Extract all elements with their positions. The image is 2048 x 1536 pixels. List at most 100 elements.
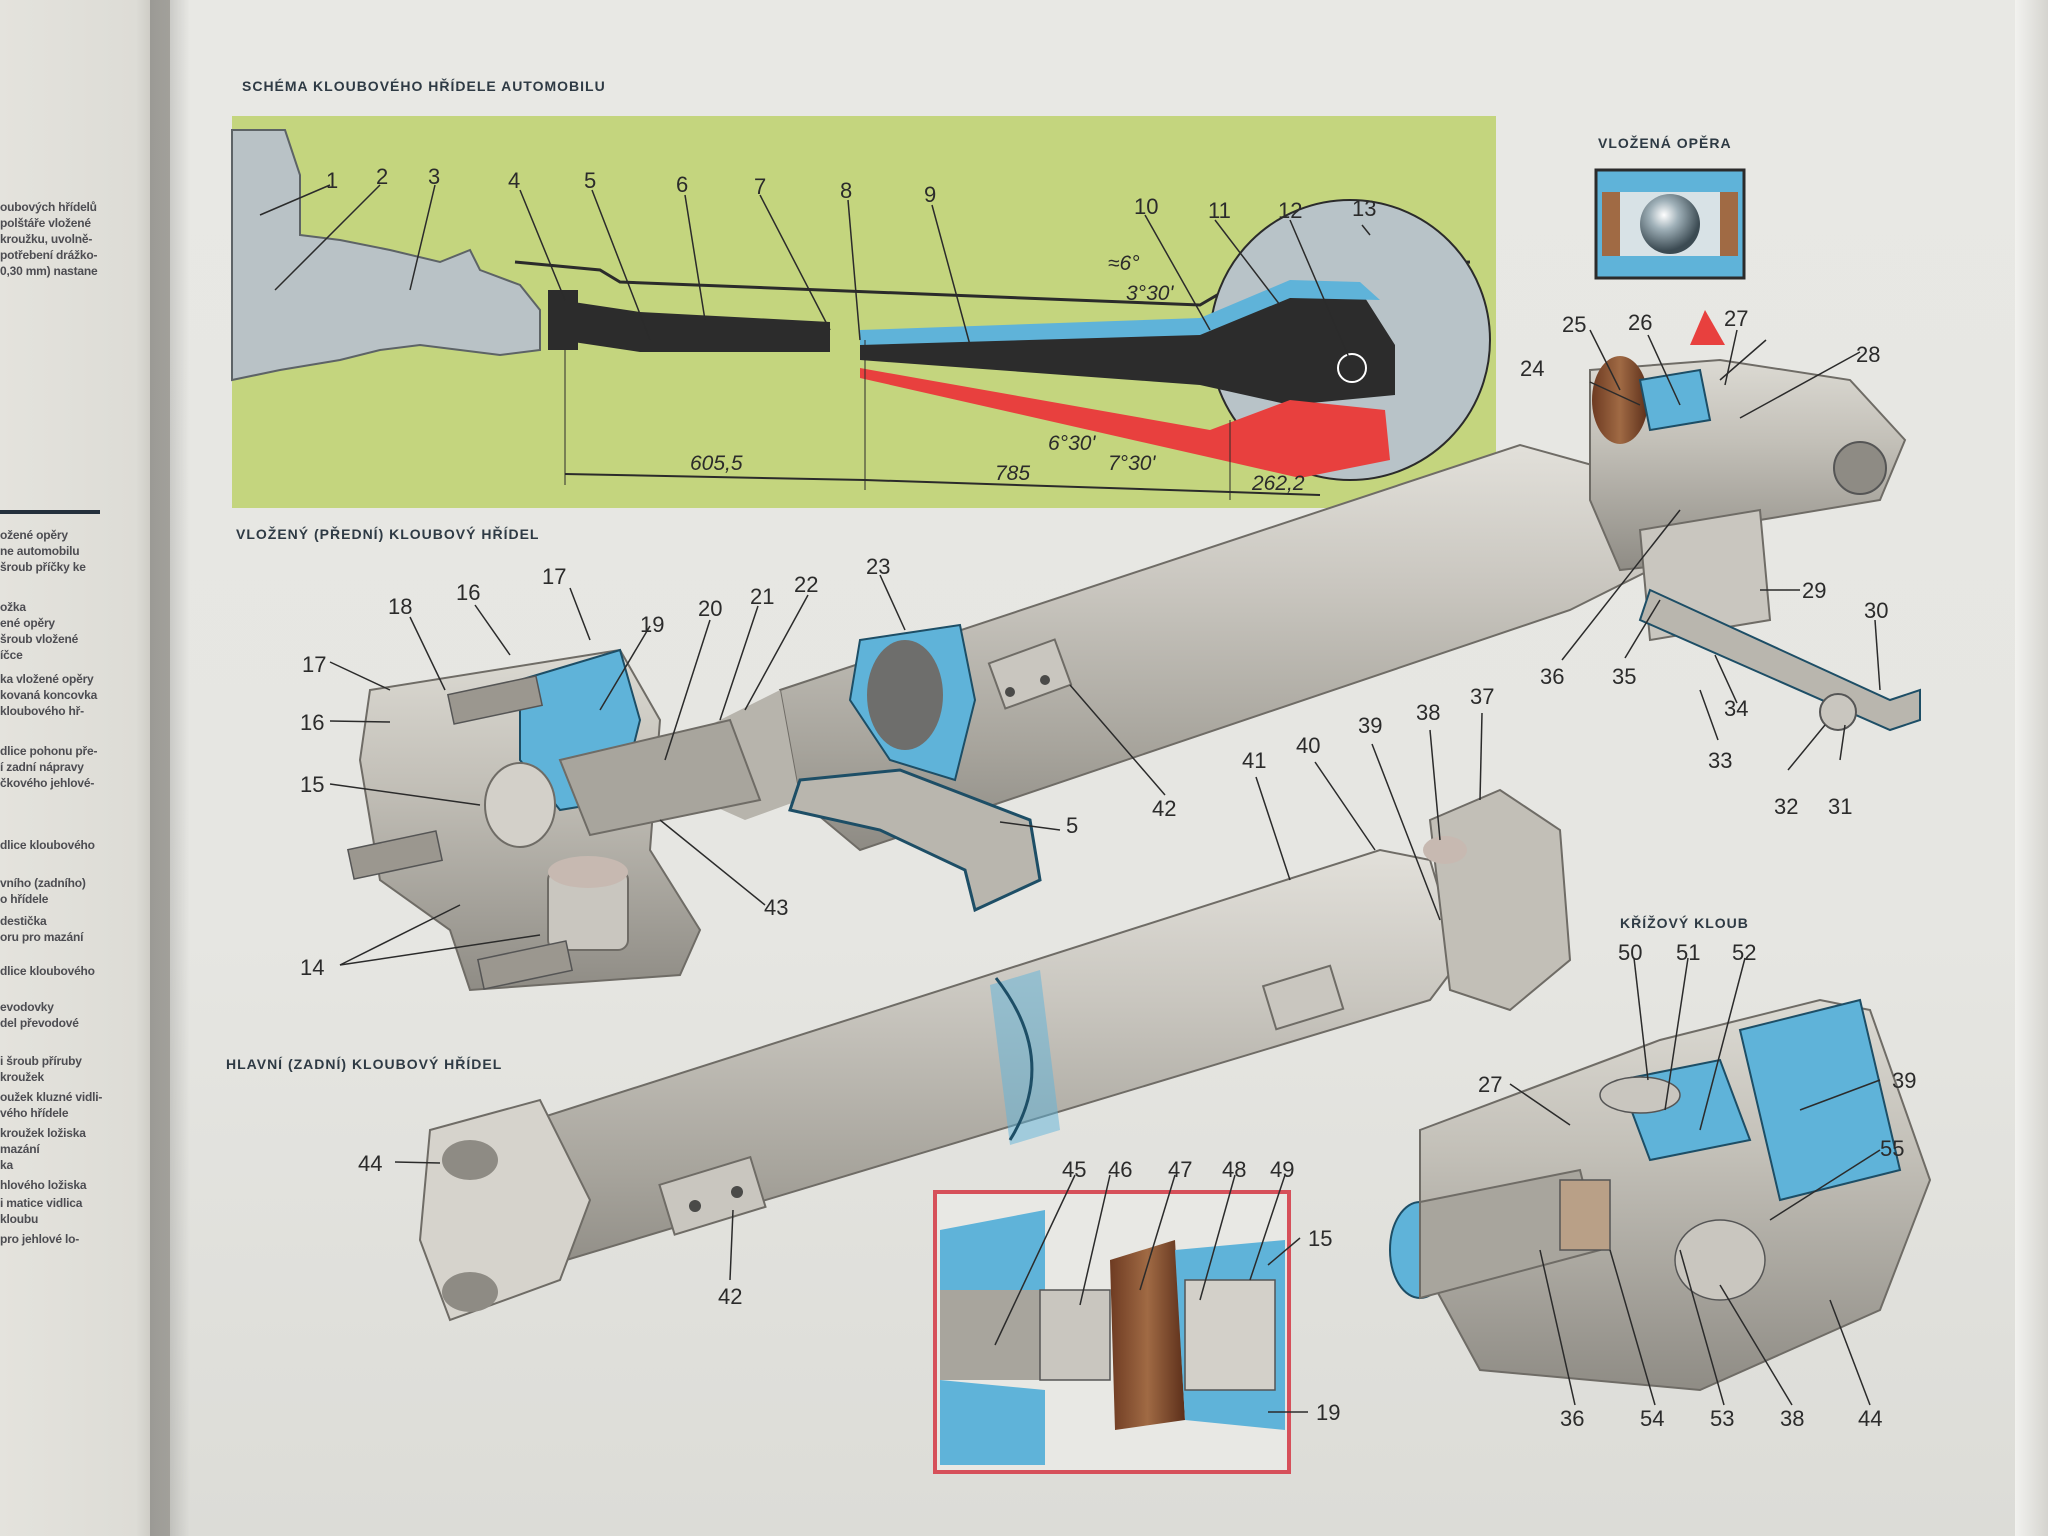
label-42a: 42 [1152, 796, 1176, 821]
left-text-fragment: kroužek [0, 1070, 44, 1084]
label-29: 29 [1802, 578, 1826, 603]
label-25: 25 [1562, 312, 1586, 337]
scheme-num-6: 6 [676, 172, 688, 197]
dimension-262: 262,2 [1251, 472, 1305, 495]
left-text-fragment: kloubového hř- [0, 704, 84, 718]
support-rubber-right [1720, 192, 1738, 256]
rear-shaft-labels: 37 38 39 40 41 42 44 [358, 684, 1494, 1309]
caption-rear-shaft: HLAVNÍ (ZADNÍ) KLOUBOVÝ HŘÍDEL [226, 1056, 503, 1072]
cross-joint-drawing [1389, 998, 1932, 1392]
label-43: 43 [764, 895, 788, 920]
label-15b: 15 [1308, 1226, 1332, 1251]
label-19: 19 [640, 612, 664, 637]
scheme-num-9: 9 [924, 182, 936, 207]
label-36a: 36 [1540, 664, 1564, 689]
label-52: 52 [1732, 940, 1756, 965]
label-35: 35 [1612, 664, 1636, 689]
left-text-fragment: i šroub příruby [0, 1054, 82, 1068]
support-yoke-hole [1833, 441, 1887, 495]
leader-lines [329, 329, 1881, 1413]
label-37: 37 [1470, 684, 1494, 709]
label-32: 32 [1774, 794, 1798, 819]
balance-plate-42-rear [658, 1155, 767, 1236]
left-text-fragment: o hřídele [0, 892, 49, 906]
scheme-axle-center [1337, 353, 1367, 383]
label-40: 40 [1296, 733, 1320, 758]
label-39a: 39 [1358, 713, 1382, 738]
left-text-fragment: ne automobilu [0, 544, 80, 558]
scheme-num-7: 7 [754, 174, 766, 199]
left-text-fragment: pro jehlové lo- [0, 1232, 80, 1246]
label-18: 18 [388, 594, 412, 619]
label-17a: 17 [542, 564, 566, 589]
label-17b: 17 [302, 652, 326, 677]
label-51: 51 [1676, 940, 1700, 965]
left-text-fragment: i matice vidlica [0, 1196, 83, 1210]
support-rubber-left [1602, 192, 1620, 256]
detail-bearing-49 [1184, 1279, 1276, 1391]
grease-cup-top [548, 856, 628, 888]
rear-shaft-weld-seam [990, 970, 1060, 1145]
label-42b: 42 [718, 1284, 742, 1309]
label-39b: 39 [1892, 1068, 1916, 1093]
angle-6-30: 6°30' [1048, 432, 1096, 455]
label-31: 31 [1828, 794, 1852, 819]
label-49: 49 [1270, 1157, 1294, 1182]
label-34: 34 [1724, 696, 1748, 721]
cross-joint-cap-50 [1599, 1076, 1681, 1114]
caption-cross-joint: KŘÍŽOVÝ KLOUB [1620, 915, 1749, 931]
dimension-line-1 [564, 473, 866, 481]
label-55: 55 [1880, 1136, 1904, 1161]
label-22: 22 [794, 572, 818, 597]
dimension-line-3 [1229, 491, 1321, 496]
bolt-18 [446, 675, 544, 725]
rear-yoke-hole-top [442, 1140, 498, 1180]
scheme-num-8: 8 [840, 178, 852, 203]
left-text-fragment: ka vložené opěry [0, 672, 94, 686]
left-text-fragment: ožka [0, 600, 26, 614]
scheme-number-labels: 1 2 3 4 5 6 7 8 9 10 11 12 13 [326, 164, 1376, 223]
label-33: 33 [1708, 748, 1732, 773]
detail-spline [940, 1290, 1040, 1380]
label-44a: 44 [358, 1151, 382, 1176]
label-19b: 19 [1316, 1400, 1340, 1425]
scheme-rear-shaft-blue [860, 280, 1380, 345]
front-shaft-drawing [346, 443, 1652, 992]
left-text-fragment: hlového ložiska [0, 1178, 87, 1192]
label-38a: 38 [1416, 700, 1440, 725]
page-stack-edge [2015, 0, 2048, 1536]
detail-nut-46 [1039, 1289, 1111, 1381]
left-text-fragment: kroužku, uvolně- [0, 232, 93, 246]
scheme-num-5: 5 [584, 168, 596, 193]
support-red-arrow [1690, 310, 1725, 345]
label-41: 41 [1242, 748, 1266, 773]
scheme-num-11: 11 [1208, 198, 1231, 223]
rear-shaft-drawing [418, 788, 1572, 1322]
scheme-num-12: 12 [1278, 198, 1302, 223]
cross-joint-yoke-cut-39 [1738, 998, 1902, 1202]
left-text-fragment: mazání [0, 1142, 40, 1156]
left-text-fragment: oubových hřídelů [0, 200, 97, 214]
detail-inset [933, 1190, 1291, 1474]
book-gutter-shadow [150, 0, 190, 1536]
left-text-fragment: potřebení drážko- [0, 248, 98, 262]
label-44b: 44 [1858, 1406, 1882, 1431]
plate-rivet [689, 1200, 701, 1212]
left-text-fragment: oužek kluzné vidli- [0, 1090, 103, 1104]
support-bearing-inset [1594, 168, 1746, 280]
label-26: 26 [1628, 310, 1652, 335]
label-48: 48 [1222, 1157, 1246, 1182]
scheme-rear-shaft-red [860, 368, 1390, 478]
cross-joint-labels: 50 51 52 27 39 55 36 54 53 38 44 [1478, 940, 1916, 1431]
label-23: 23 [866, 554, 890, 579]
label-46: 46 [1108, 1157, 1132, 1182]
left-text-fragment: destička [0, 914, 47, 928]
left-text-fragment: šroub příčky ke [0, 560, 86, 574]
scheme-leaders [259, 184, 1371, 361]
scheme-num-13: 13 [1352, 196, 1376, 221]
scheme-panel [231, 116, 1496, 508]
label-38b: 38 [1780, 1406, 1804, 1431]
detail-blue-bottom [940, 1380, 1045, 1465]
section-rule [0, 510, 100, 514]
